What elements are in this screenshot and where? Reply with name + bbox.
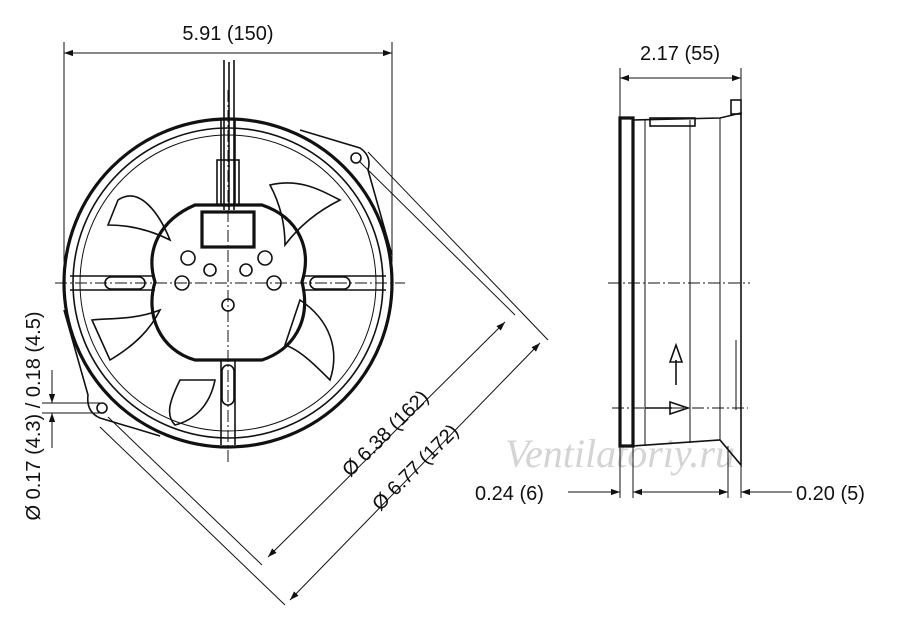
- diag-lower-extension-inner: [107, 416, 263, 566]
- diag-outer-extension: [367, 151, 549, 341]
- airflow-direction-arrow: [668, 342, 684, 385]
- hole-dimension-label: Ø 0.17 (4.3) / 0.18 (4.5): [23, 312, 45, 521]
- mount-hole-top-right: [350, 152, 362, 164]
- side-top-tab: [730, 99, 742, 115]
- motor-hub: [150, 203, 307, 362]
- right-flange-dimension-label: 0.20 (5): [796, 483, 865, 505]
- front-view: 5.91 (150): [23, 23, 549, 606]
- cable-lead: [216, 60, 240, 210]
- depth-dimension-label: 2.17 (55): [640, 43, 720, 65]
- left-flange-dimension-label: 0.24 (6): [475, 483, 544, 505]
- flange-bottom-left: [63, 309, 161, 437]
- side-connector-bump: [649, 117, 696, 127]
- side-housing-body: [632, 111, 742, 468]
- diag-outer-dimension-line: [289, 342, 541, 601]
- side-view: 2.17 (55) 0.24 (6) 0.20 (5): [475, 43, 865, 505]
- side-housing-outline: [618, 116, 635, 448]
- fan-blades: [90, 182, 342, 426]
- rotation-direction-arrow: [645, 400, 691, 416]
- width-dimension-label: 5.91 (150): [182, 23, 273, 45]
- diag-lower-extension-outer: [99, 426, 286, 606]
- flange-top-right: [299, 129, 393, 256]
- diag-inner-extension: [359, 161, 516, 316]
- mount-hole-bottom-left: [96, 402, 108, 414]
